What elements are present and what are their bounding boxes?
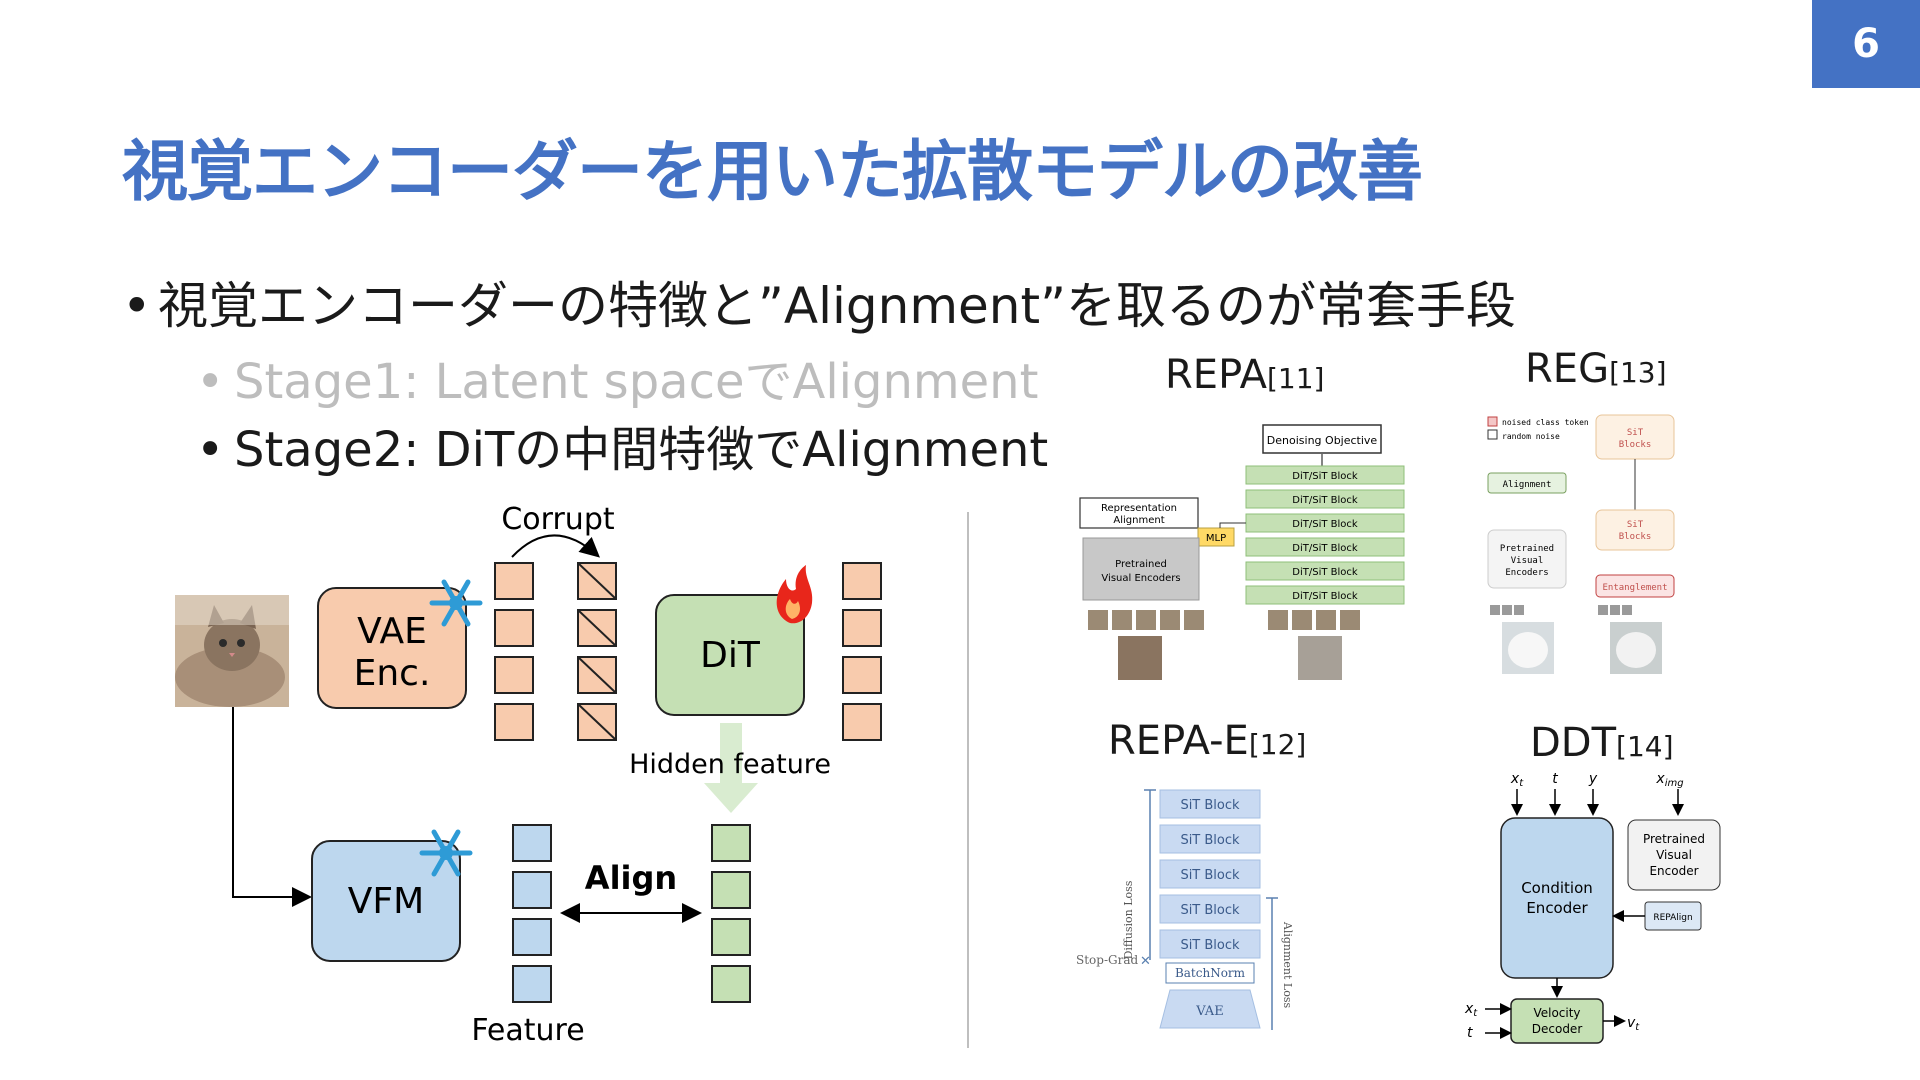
alignment-diagram: VAE Enc. Corrupt DiT Hidden feat	[175, 502, 882, 1048]
ddt-in-xt: xt	[1510, 771, 1524, 789]
repa-name: REPA	[1165, 352, 1267, 398]
repa-rep-align-2: Alignment	[1113, 515, 1164, 526]
frozen-icon	[429, 579, 483, 627]
corrupt-label: Corrupt	[501, 502, 614, 537]
repae-block-1: SiT Block	[1180, 798, 1240, 813]
repa-block-2: DiT/SiT Block	[1292, 495, 1358, 506]
ddt-repalign: REPAlign	[1653, 913, 1692, 923]
ddt-name: DDT	[1530, 720, 1617, 766]
ddt-bottom-xt: xt	[1464, 1001, 1478, 1019]
reg-legend-1: noised class token	[1502, 418, 1589, 427]
ddt-figure: xt t y ximg Condition Encoder Pretrained…	[1464, 771, 1721, 1044]
stop-grad-icon: ✕	[1140, 954, 1151, 969]
repae-diffusion-loss: Diffusion Loss	[1122, 880, 1135, 959]
repae-ref: [12]	[1248, 728, 1307, 761]
bullet-main: •視覚エンコーダーの特徴と”Alignment”を取るのが常套手段	[122, 277, 1516, 335]
repa-block-1: DiT/SiT Block	[1292, 471, 1358, 482]
repa-block-3: DiT/SiT Block	[1292, 519, 1358, 530]
repa-figure: Denoising Objective DiT/SiT Block DiT/Si…	[1079, 424, 1405, 680]
reg-name: REG	[1525, 346, 1610, 392]
frozen-icon-vfm	[419, 829, 473, 877]
ddt-pretrained-1: Pretrained	[1643, 832, 1705, 846]
vae-label-1: VAE	[357, 611, 427, 652]
repae-stop-grad: Stop-Grad	[1076, 953, 1138, 967]
ddt-in-t: t	[1552, 771, 1558, 787]
repae-label: REPA-E[12]	[1108, 718, 1306, 764]
reg-sit-top-2: Blocks	[1619, 440, 1652, 450]
repa-block-4: DiT/SiT Block	[1292, 543, 1358, 554]
repa-block-5: DiT/SiT Block	[1292, 567, 1358, 578]
corrupt-arrow	[511, 534, 600, 558]
hidden-feature-label: Hidden feature	[629, 749, 831, 780]
reg-pretrained-2: Visual	[1511, 556, 1544, 566]
bullet-main-text: 視覚エンコーダーの特徴と”Alignment”を取るのが常套手段	[158, 277, 1516, 335]
reg-legend-2: random noise	[1502, 432, 1560, 441]
reg-pretrained-3: Encoders	[1505, 568, 1548, 578]
repae-block-5: SiT Block	[1180, 938, 1240, 953]
ddt-vel-2: Decoder	[1532, 1022, 1583, 1036]
repae-alignment-loss: Alignment Loss	[1281, 921, 1294, 1009]
ddt-in-y: y	[1588, 771, 1598, 787]
reg-sit-mid-1: SiT	[1627, 520, 1644, 530]
slide-title: 視覚エンコーダーを用いた拡散モデルの改善	[122, 133, 1423, 210]
cat-image	[175, 595, 289, 707]
bullet-stage2: •Stage2: DiTの中間特徴でAlignment	[196, 422, 1049, 478]
repae-batchnorm: BatchNorm	[1175, 966, 1246, 980]
reg-entanglement: Entanglement	[1602, 583, 1667, 593]
hidden-feature-arrow	[704, 723, 758, 813]
repa-block-6: DiT/SiT Block	[1292, 591, 1358, 602]
repae-name: REPA-E	[1108, 718, 1249, 764]
reg-figure: noised class token random noise SiT Bloc…	[1487, 414, 1675, 674]
output-column	[842, 562, 882, 741]
repa-rep-align-1: Representation	[1101, 503, 1177, 514]
vae-label-2: Enc.	[354, 653, 431, 694]
dit-box	[655, 594, 805, 716]
ddt-vel-1: Velocity	[1533, 1006, 1580, 1020]
page-number: 6	[1812, 0, 1920, 88]
trainable-icon	[776, 565, 813, 624]
bullet-stage1-text: Stage1: Latent spaceでAlignment	[234, 354, 1039, 410]
ddt-label: DDT[14]	[1530, 720, 1674, 766]
reg-sit-mid-2: Blocks	[1619, 532, 1652, 542]
repae-block-4: SiT Block	[1180, 903, 1240, 918]
cat-to-vfm-arrow	[232, 707, 312, 907]
ddt-cond-2: Encoder	[1526, 899, 1588, 917]
ddt-pretrained-3: Encoder	[1649, 864, 1698, 878]
reg-sit-top-1: SiT	[1627, 428, 1644, 438]
column-divider	[967, 512, 969, 1048]
ddt-bottom-t: t	[1467, 1025, 1473, 1041]
dit-label: DiT	[700, 635, 761, 676]
repa-ref: [11]	[1267, 362, 1325, 395]
bullet-stage1: •Stage1: Latent spaceでAlignment	[196, 354, 1039, 410]
vae-encoder-box	[317, 587, 467, 709]
feature-label: Feature	[471, 1013, 584, 1048]
repae-figure: Diffusion Loss Alignment Loss SiT Block …	[1076, 789, 1294, 1030]
ddt-pretrained-2: Visual	[1656, 848, 1692, 862]
noised-latent-column	[577, 562, 617, 741]
reg-alignment: Alignment	[1503, 480, 1552, 490]
repa-pretrained-1: Pretrained	[1115, 559, 1167, 570]
repa-label: REPA[11]	[1165, 352, 1324, 398]
repa-pretrained-2: Visual Encoders	[1101, 573, 1180, 584]
bullet-stage2-text: Stage2: DiTの中間特徴でAlignment	[234, 422, 1049, 478]
latent-column	[494, 562, 534, 741]
repa-objective: Denoising Objective	[1267, 434, 1378, 447]
dit-hidden-column	[711, 824, 751, 1003]
repae-block-3: SiT Block	[1180, 868, 1240, 883]
ddt-out-v: vt	[1627, 1015, 1640, 1033]
vfm-feature-column	[512, 824, 552, 1003]
reg-pretrained-1: Pretrained	[1500, 544, 1554, 554]
reg-label: REG[13]	[1525, 346, 1667, 392]
reg-ref: [13]	[1609, 356, 1667, 389]
ddt-cond-1: Condition	[1521, 879, 1593, 897]
vfm-label: VFM	[348, 881, 424, 922]
repae-vae: VAE	[1195, 1004, 1223, 1019]
vfm-box	[311, 840, 461, 962]
repa-mlp: MLP	[1206, 533, 1226, 544]
repae-block-2: SiT Block	[1180, 833, 1240, 848]
ddt-in-ximg: ximg	[1655, 771, 1683, 789]
ddt-ref: [14]	[1616, 730, 1674, 763]
align-label: Align	[585, 859, 677, 897]
